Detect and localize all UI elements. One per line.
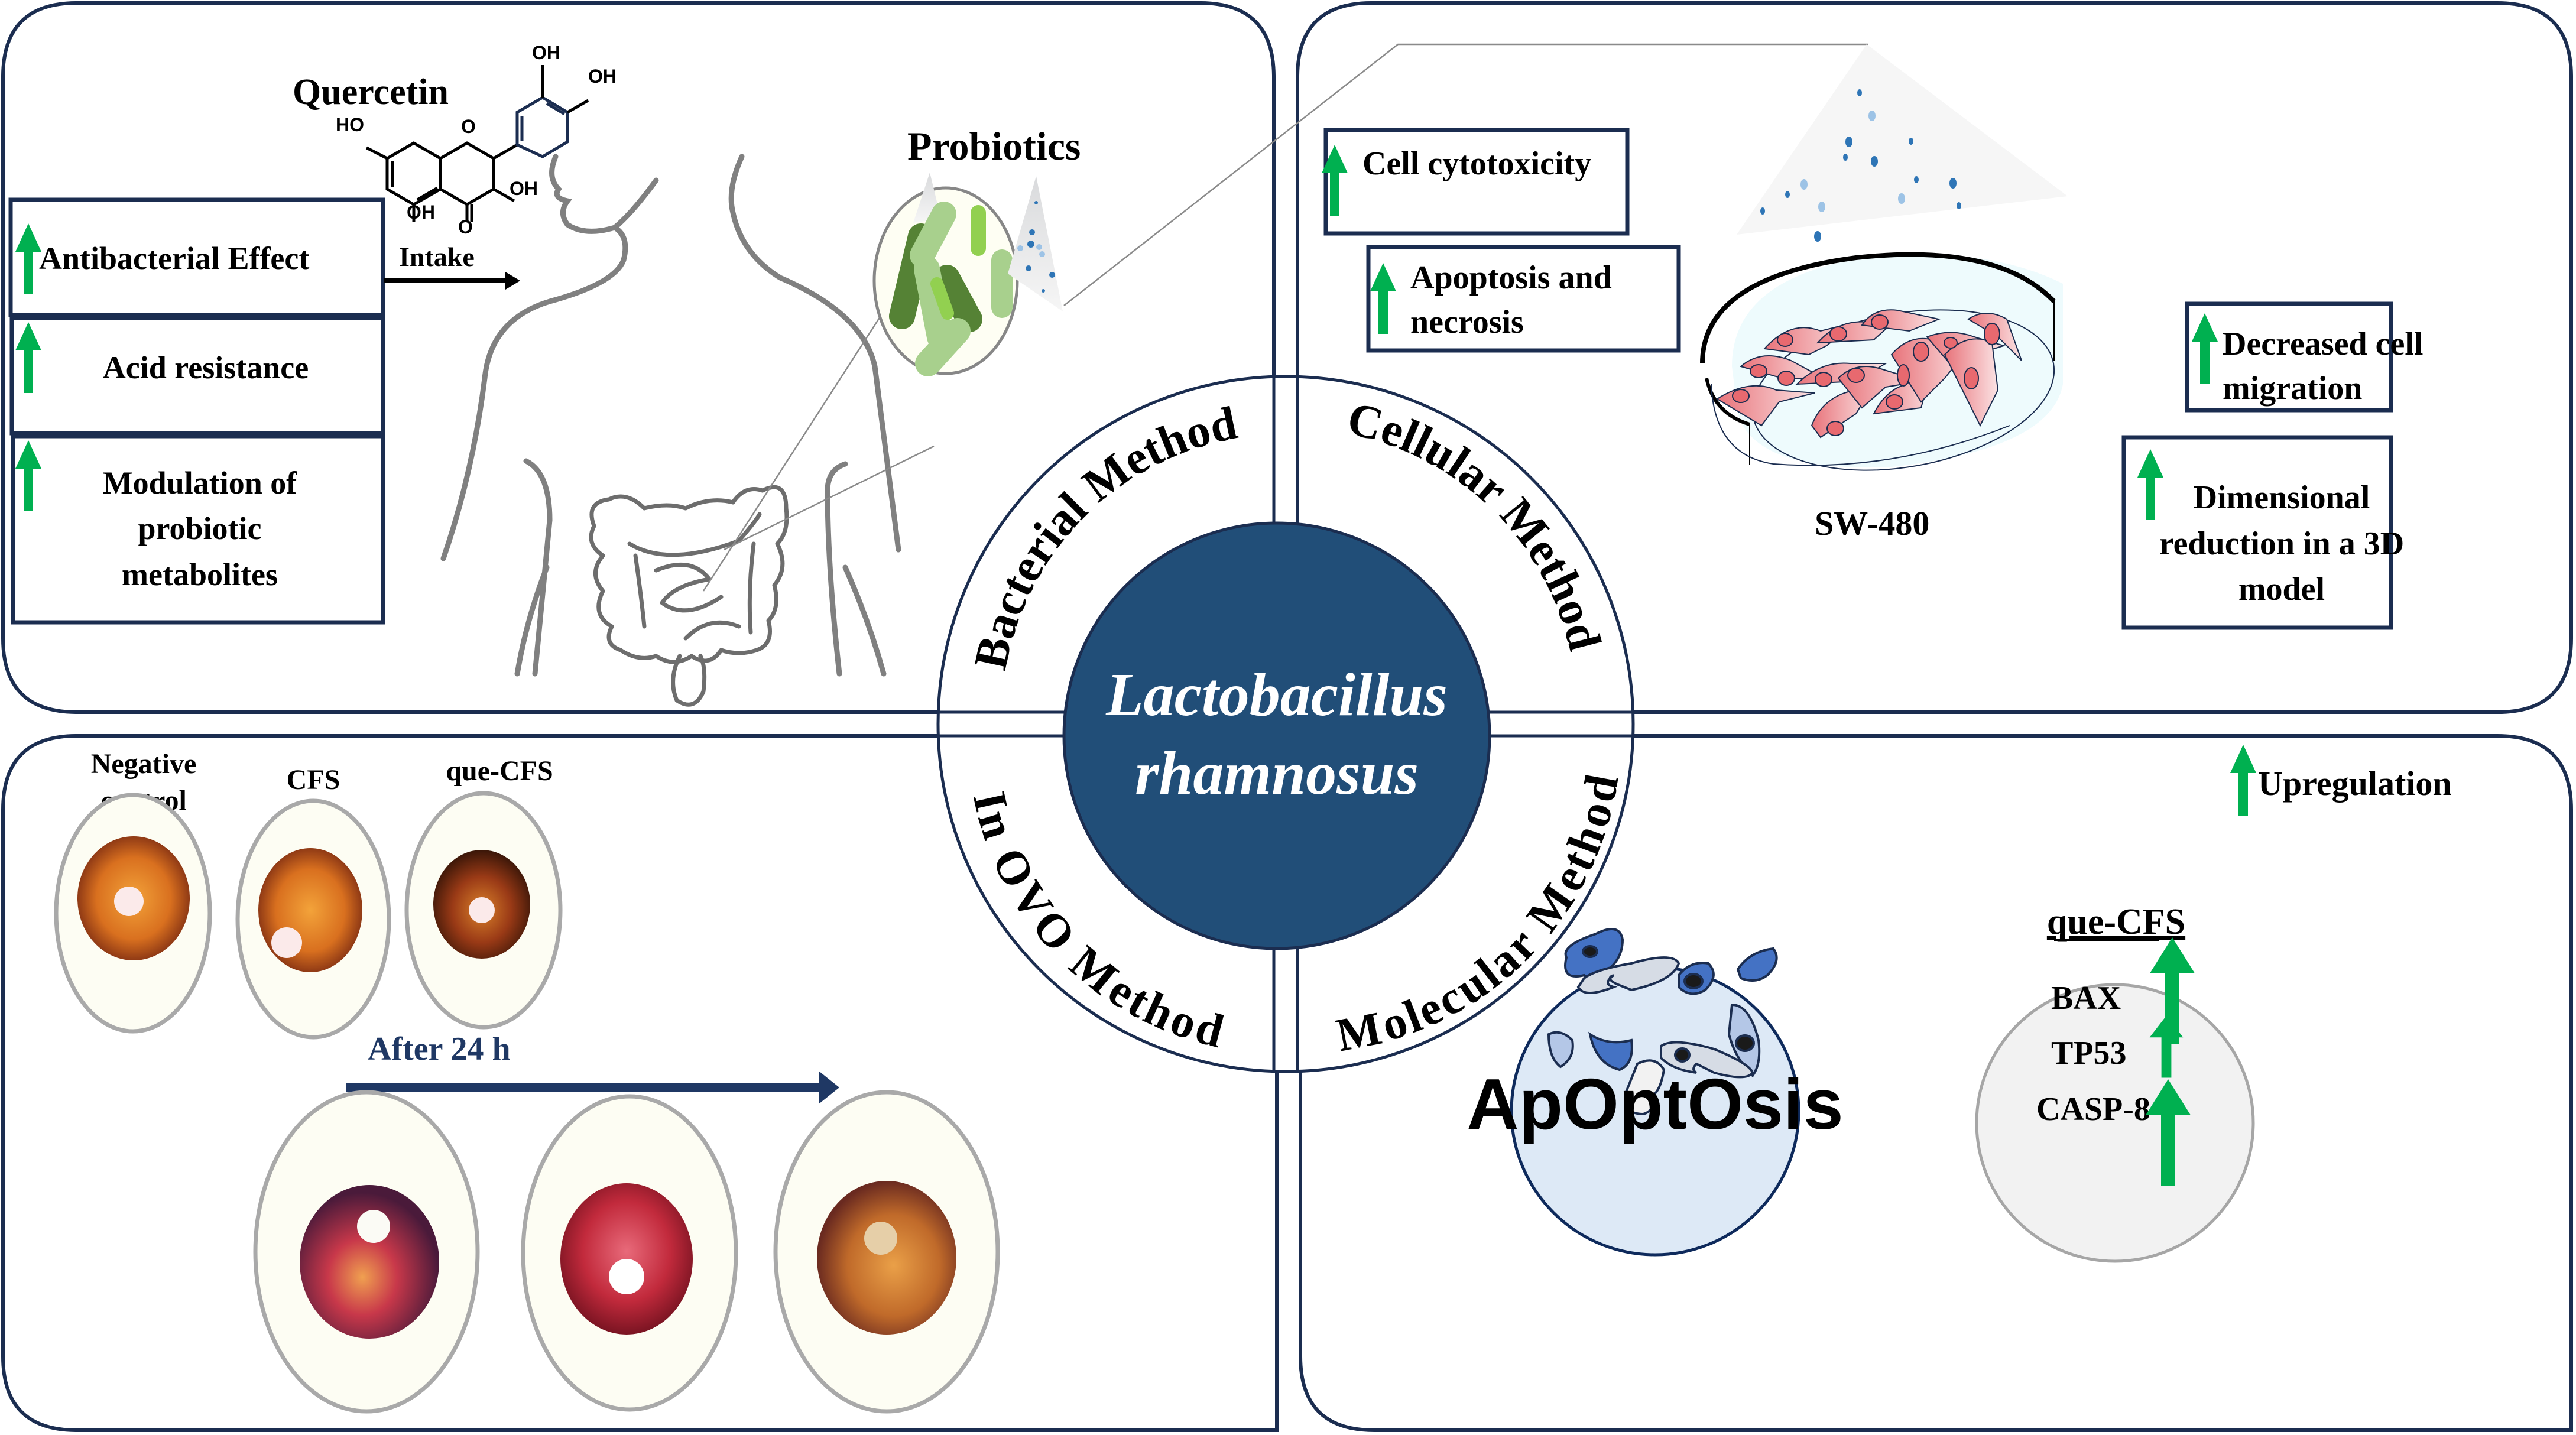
effect-label: metabolites (122, 557, 278, 592)
panel-molecular (1299, 734, 2573, 1432)
particle-cone-icon (1737, 44, 2068, 242)
compound-label: Quercetin (293, 72, 449, 112)
effect-box-modulation (11, 434, 385, 625)
gene-label: BAX (2051, 980, 2121, 1017)
center-hub: Lactobacillus rhamnosus Bacterial Method… (936, 375, 1635, 1073)
egg-que-cfs (404, 791, 563, 1030)
group-label: Negative (91, 748, 197, 780)
effect-box-acid-resistance (9, 316, 385, 436)
up-arrow-icon (2150, 937, 2195, 1044)
effect-label: reduction in a 3D (2159, 525, 2404, 562)
effect-label: Apoptosis and (1410, 259, 1612, 296)
intestine-icon (589, 485, 789, 707)
group-label: CFS (287, 764, 340, 796)
effect-box-antibacterial (8, 197, 385, 317)
in-ovo-panel: Negative control CFS que-CFS After 24 h (54, 748, 1000, 1414)
petri-dish-icon (1700, 252, 2063, 471)
molecule-group-oh: OH (510, 178, 538, 199)
egg-que-cfs-24h (773, 1090, 1000, 1414)
gene-label: TP53 (2051, 1035, 2127, 1072)
time-label: After 24 h (368, 1031, 511, 1067)
molecule-group-o: O (458, 216, 473, 238)
species-circle (1062, 521, 1491, 950)
zoom-line (1063, 43, 1868, 306)
zoom-line (702, 283, 903, 592)
molecule-group-oh: OH (407, 202, 435, 223)
intake-label: Intake (399, 242, 475, 272)
effect-label: Modulation of (103, 465, 298, 501)
human-body-icon (440, 154, 901, 677)
gene-label: CASP-8 (2036, 1091, 2150, 1128)
effect-label: probiotic (138, 511, 261, 546)
up-arrow-icon (2146, 1079, 2191, 1186)
quercetin-structure-icon (365, 65, 589, 222)
gene-expression-panel: que-CFS BAX TP53 CASP-8 (1975, 902, 2255, 1263)
egg-negative-control-24h (253, 1090, 480, 1414)
cancer-cells (1716, 309, 2022, 439)
particle-cone-icon (1008, 176, 1063, 311)
probiotics-microscope-view (872, 173, 1019, 376)
time-arrow-icon (346, 1071, 839, 1104)
cellular-panel: Cell cytotoxicity Apoptosis and necrosis (1063, 43, 2423, 630)
effect-label: migration (2223, 370, 2362, 407)
effect-box-3d-reduction (2121, 435, 2393, 630)
intake-arrow-icon (384, 272, 520, 290)
molecule-group-oh: OH (532, 42, 560, 63)
species-name-line1: Lactobacillus (1105, 661, 1448, 729)
effect-label: Cell cytotoxicity (1362, 145, 1591, 182)
effect-box-decreased-migration (2185, 301, 2393, 413)
egg-cfs (235, 798, 391, 1040)
molecule-group-oh: OH (588, 66, 617, 87)
effect-box-apoptosis-necrosis (1366, 245, 1681, 353)
molecular-panel: Upregulation ApOptOsis que (1467, 745, 2452, 1263)
molecule-group-ho: HO (336, 114, 364, 135)
bacterial-panel: Quercetin OH OH HO OH OH O O (8, 42, 1081, 707)
species-name-line2: rhamnosus (1135, 739, 1419, 807)
legend-label: Upregulation (2258, 764, 2452, 803)
up-arrow-icon (2149, 1015, 2184, 1078)
effect-label: model (2238, 571, 2325, 608)
effect-label: Antibacterial Effect (39, 241, 309, 276)
effect-label: Acid resistance (103, 350, 309, 385)
gene-panel-title: que-CFS (2047, 902, 2185, 942)
effect-box-cell-cytotoxicity (1323, 128, 1630, 236)
effect-label: necrosis (1410, 304, 1524, 340)
apoptosis-label: ApOptOsis (1467, 1064, 1843, 1144)
apoptosis-illustration: ApOptOsis (1467, 928, 1844, 1257)
egg-cfs-24h (521, 1094, 738, 1412)
effect-label: Decreased cell (2223, 326, 2423, 362)
probiotics-label: Probiotics (907, 124, 1081, 168)
egg-negative-control (54, 793, 212, 1034)
bacteria-rod-icon (889, 202, 1013, 376)
group-label: que-CFS (446, 755, 553, 787)
effect-label: Dimensional (2194, 479, 2370, 516)
molecule-group-o: O (461, 116, 476, 137)
zoom-line (724, 445, 935, 551)
cell-line-label: SW-480 (1815, 504, 1929, 543)
